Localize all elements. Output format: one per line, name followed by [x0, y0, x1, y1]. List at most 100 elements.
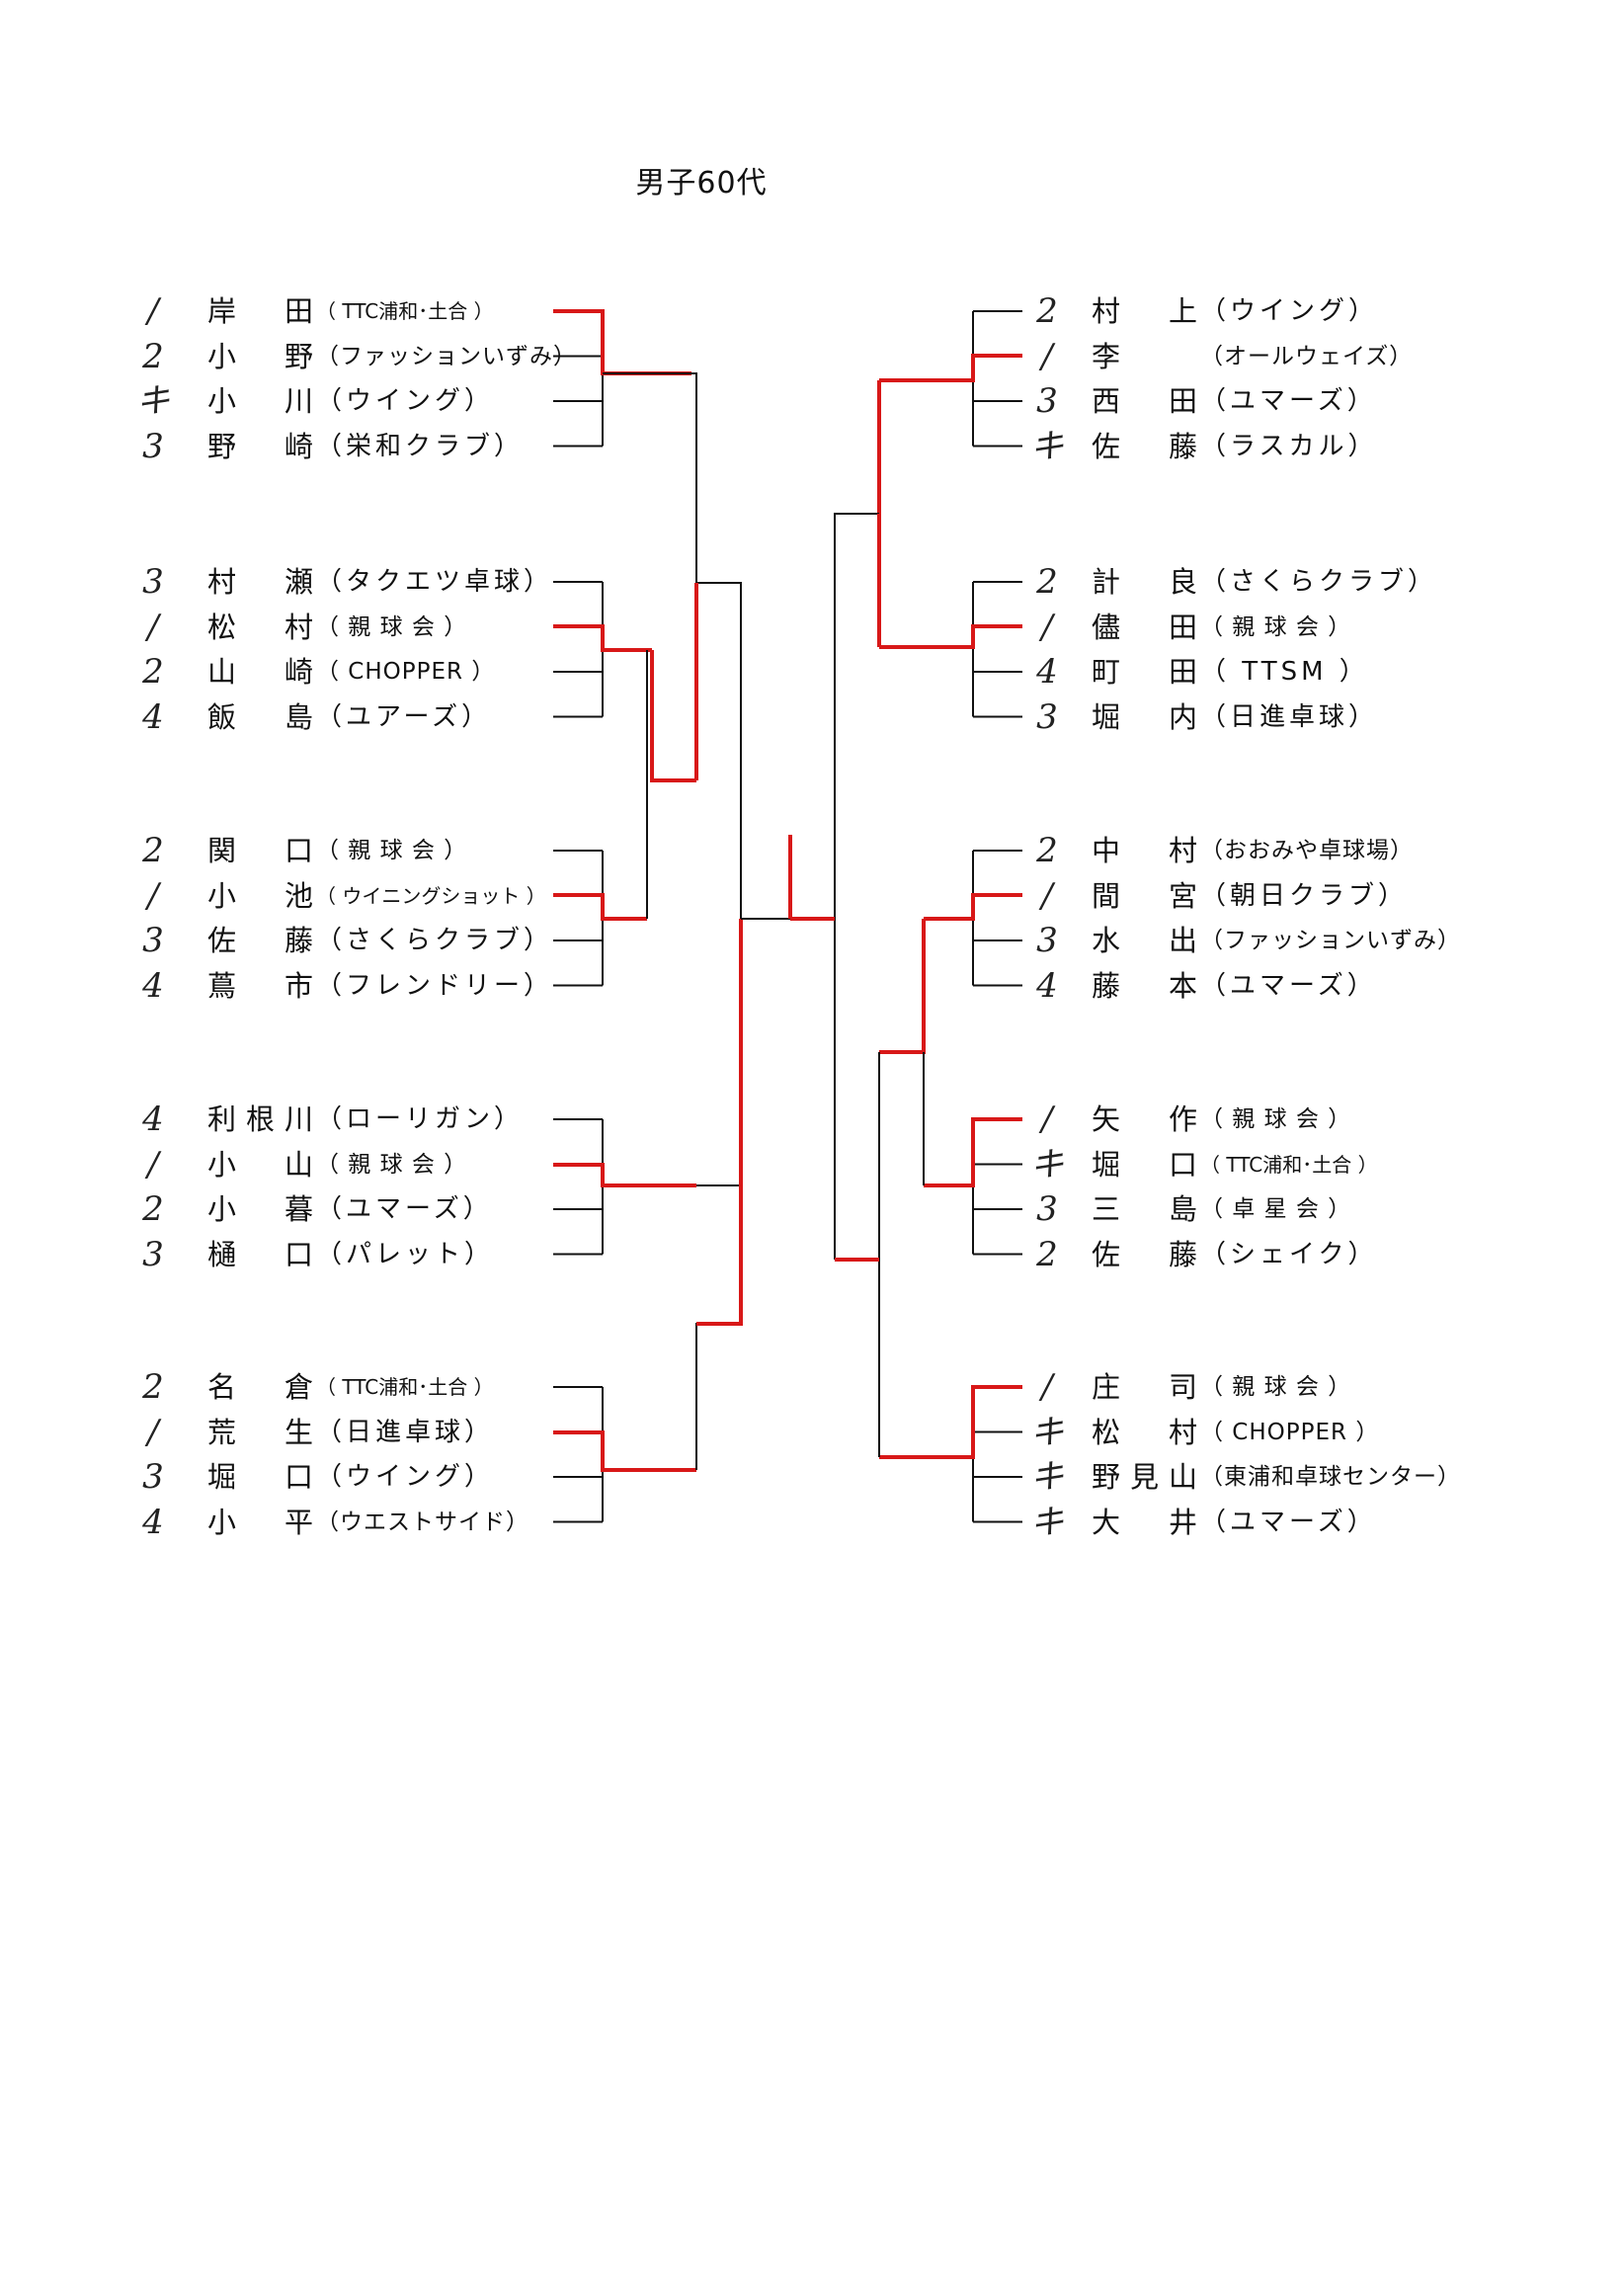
winner-path: [879, 624, 1022, 649]
club-name: （ユマーズ）: [1200, 970, 1377, 1001]
club-name: （ファッションいずみ）: [1200, 928, 1461, 953]
club-name: （ユアーズ）: [316, 701, 492, 732]
player-name: 佐 藤: [1092, 429, 1208, 463]
player-name: 計 良: [1092, 565, 1208, 599]
player-name: 小 山: [207, 1147, 324, 1182]
player-name: 間 宮: [1092, 878, 1208, 913]
player-name: 小 池: [207, 878, 324, 913]
player-name: 野 崎: [207, 429, 324, 463]
winner-path: [924, 893, 1022, 921]
result-mark: 2: [142, 336, 164, 376]
result-mark: 3: [1036, 921, 1058, 960]
result-mark: /: [147, 1412, 159, 1452]
club-name: （ユマーズ）: [1200, 1507, 1377, 1537]
player-name: 松 村: [1092, 1415, 1208, 1449]
player-name: 町 田: [1092, 655, 1208, 689]
result-mark: /: [147, 1144, 159, 1184]
club-name: （オールウェイズ）: [1200, 343, 1414, 369]
bracket-round: [696, 582, 742, 919]
player-name: 村 上: [1092, 294, 1208, 328]
club-name: （ 親 球 会 ）: [316, 1151, 468, 1178]
player-name: 小 平: [207, 1505, 324, 1539]
player-name: 関 口: [207, 834, 324, 867]
winner-path: [553, 624, 652, 652]
player-name: 荒 生: [207, 1415, 324, 1449]
club-name: （ 親 球 会 ）: [316, 838, 468, 863]
player-name: 堀 内: [1092, 699, 1208, 734]
bracket-round: [834, 513, 879, 1260]
result-mark: 3: [142, 562, 164, 602]
player-name: 小 野: [207, 339, 324, 373]
page-title: 男子60代: [635, 166, 768, 201]
club-name: （ウイング）: [1200, 296, 1379, 326]
result-mark: 3: [142, 1234, 164, 1274]
result-mark: キ: [136, 381, 170, 421]
club-name: （ローリガン）: [316, 1104, 525, 1134]
club-name: （ TTC浦和･土合 ）: [316, 299, 494, 323]
result-mark: /: [1041, 875, 1053, 916]
player-name: 樋 口: [207, 1237, 324, 1271]
result-mark: キ: [1030, 1144, 1064, 1184]
result-mark: キ: [1030, 1412, 1064, 1452]
result-mark: 4: [1036, 965, 1058, 1006]
result-mark: 2: [142, 1367, 164, 1407]
bracket-round: [603, 372, 697, 583]
player-name: 庄 司: [1092, 1370, 1208, 1404]
result-mark: 2: [142, 652, 164, 692]
result-mark: /: [147, 875, 159, 916]
club-name: （さくらクラブ）: [316, 926, 554, 955]
club-name: （ TTC浦和･土合 ）: [316, 1375, 494, 1399]
winner-path: [650, 650, 696, 782]
club-name: （ウイング）: [316, 386, 495, 416]
club-name: （フレンドリー）: [316, 970, 554, 1001]
result-mark: 2: [1036, 562, 1058, 602]
club-name: （シェイク）: [1200, 1239, 1378, 1269]
club-name: （ 親 球 会 ）: [1200, 1374, 1352, 1400]
club-name: （日進卓球）: [316, 1417, 495, 1447]
player-name: 飯 島: [207, 699, 324, 734]
result-mark: キ: [1030, 1457, 1064, 1497]
winner-path: [553, 1430, 696, 1472]
winner-path: [879, 354, 1022, 382]
club-name: （日進卓球）: [1200, 701, 1379, 732]
club-name: （ウエストサイド）: [316, 1509, 529, 1535]
club-name: （東浦和卓球センター）: [1200, 1464, 1461, 1490]
club-name: （パレット）: [316, 1239, 495, 1269]
club-name: （ 親 球 会 ）: [316, 613, 468, 640]
player-name: 堀 口: [207, 1460, 324, 1494]
result-mark: 4: [142, 1502, 164, 1542]
player-name: 小 暮: [207, 1192, 324, 1226]
club-name: （ ウイニングショット ）: [316, 883, 546, 908]
result-mark: 4: [142, 1100, 164, 1139]
winner-path: [696, 919, 743, 1326]
winner-path: [879, 919, 926, 1054]
player-name: 小 川: [207, 384, 324, 418]
player-name: 儘 田: [1092, 610, 1208, 644]
player-name: 松 村: [207, 610, 324, 644]
club-name: （栄和クラブ）: [316, 431, 525, 461]
result-mark: /: [1041, 607, 1053, 647]
club-name: （朝日クラブ）: [1200, 880, 1409, 911]
winner-path: [924, 1117, 1022, 1187]
player-name: 名 倉: [207, 1370, 324, 1404]
club-name: （ファッションいずみ）: [316, 343, 577, 369]
player-name: 水 出: [1092, 924, 1208, 957]
club-name: （さくらクラブ）: [1200, 567, 1438, 597]
club-name: （ TTC浦和･土合 ）: [1200, 1152, 1378, 1177]
player-name: 山 崎: [207, 655, 324, 689]
result-mark: /: [1041, 336, 1053, 376]
player-name: 李: [1092, 339, 1131, 373]
player-name: 堀 口: [1092, 1147, 1208, 1182]
winner-path: [879, 1385, 1022, 1459]
result-mark: キ: [1030, 426, 1064, 466]
player-name: 三 島: [1092, 1192, 1208, 1226]
player-name: 大 井: [1092, 1505, 1208, 1539]
player-name: 藤 本: [1092, 968, 1208, 1003]
result-mark: 3: [142, 921, 164, 960]
club-name: （ 親 球 会 ）: [1200, 613, 1352, 640]
result-mark: /: [147, 291, 159, 331]
result-mark: 2: [142, 831, 164, 870]
result-mark: 3: [1036, 381, 1058, 421]
